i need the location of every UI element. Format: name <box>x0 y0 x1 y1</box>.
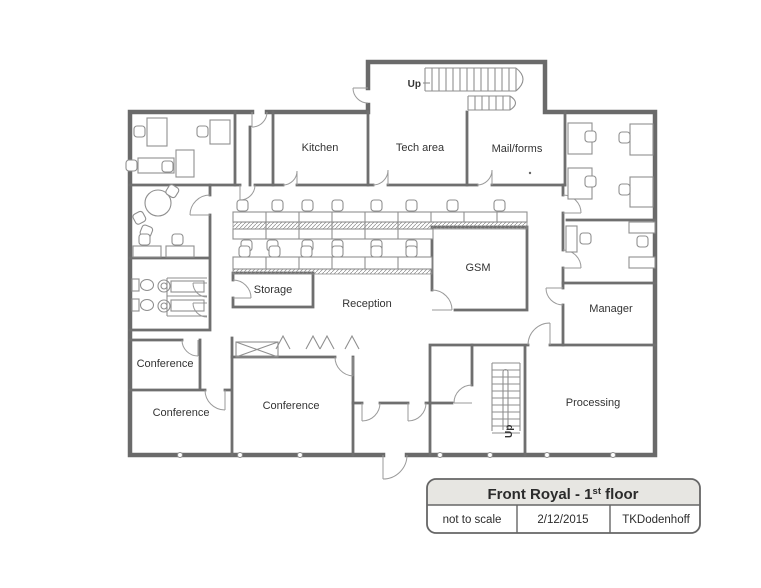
stairs-upper-label: Up <box>408 79 421 90</box>
stairs-lower-label: Up <box>504 425 515 438</box>
room-labels: Kitchen Tech area Mail/forms GSM Storage… <box>137 142 633 419</box>
wall-markers <box>176 171 617 459</box>
stairs-lower: Up <box>491 362 521 438</box>
conference-center-fixtures <box>235 334 360 358</box>
title-block: Front Royal - 1st floor not to scale 2/1… <box>426 478 701 534</box>
reception-label: Reception <box>342 298 392 310</box>
restroom-fixtures <box>131 277 207 317</box>
gsm-label: GSM <box>465 262 490 274</box>
stairs-upper: Up <box>408 67 524 111</box>
meeting-room-furniture <box>131 183 195 258</box>
cubicle-bank-upper <box>232 199 528 252</box>
office-top-left-furniture <box>125 117 231 178</box>
title-block-header-bg <box>427 479 700 505</box>
mail-forms-label: Mail/forms <box>492 143 543 155</box>
title-block-title: Front Royal - 1st floor <box>488 486 639 503</box>
office-right-wing-furniture <box>565 122 656 269</box>
manager-label: Manager <box>589 303 633 315</box>
conference-center-label: Conference <box>263 400 320 412</box>
title-block-author: TKDodenhoff <box>622 514 690 526</box>
conference-lower-left-label: Conference <box>153 407 210 419</box>
storage-label: Storage <box>254 284 293 296</box>
tech-area-label: Tech area <box>396 142 445 154</box>
title-block-scale: not to scale <box>443 514 502 526</box>
cubicle-bank-lower <box>232 245 433 275</box>
door-arcs <box>181 87 582 480</box>
title-block-date: 2/12/2015 <box>537 514 588 526</box>
conference-upper-left-label: Conference <box>137 358 194 370</box>
processing-label: Processing <box>566 397 620 409</box>
kitchen-label: Kitchen <box>302 142 339 154</box>
